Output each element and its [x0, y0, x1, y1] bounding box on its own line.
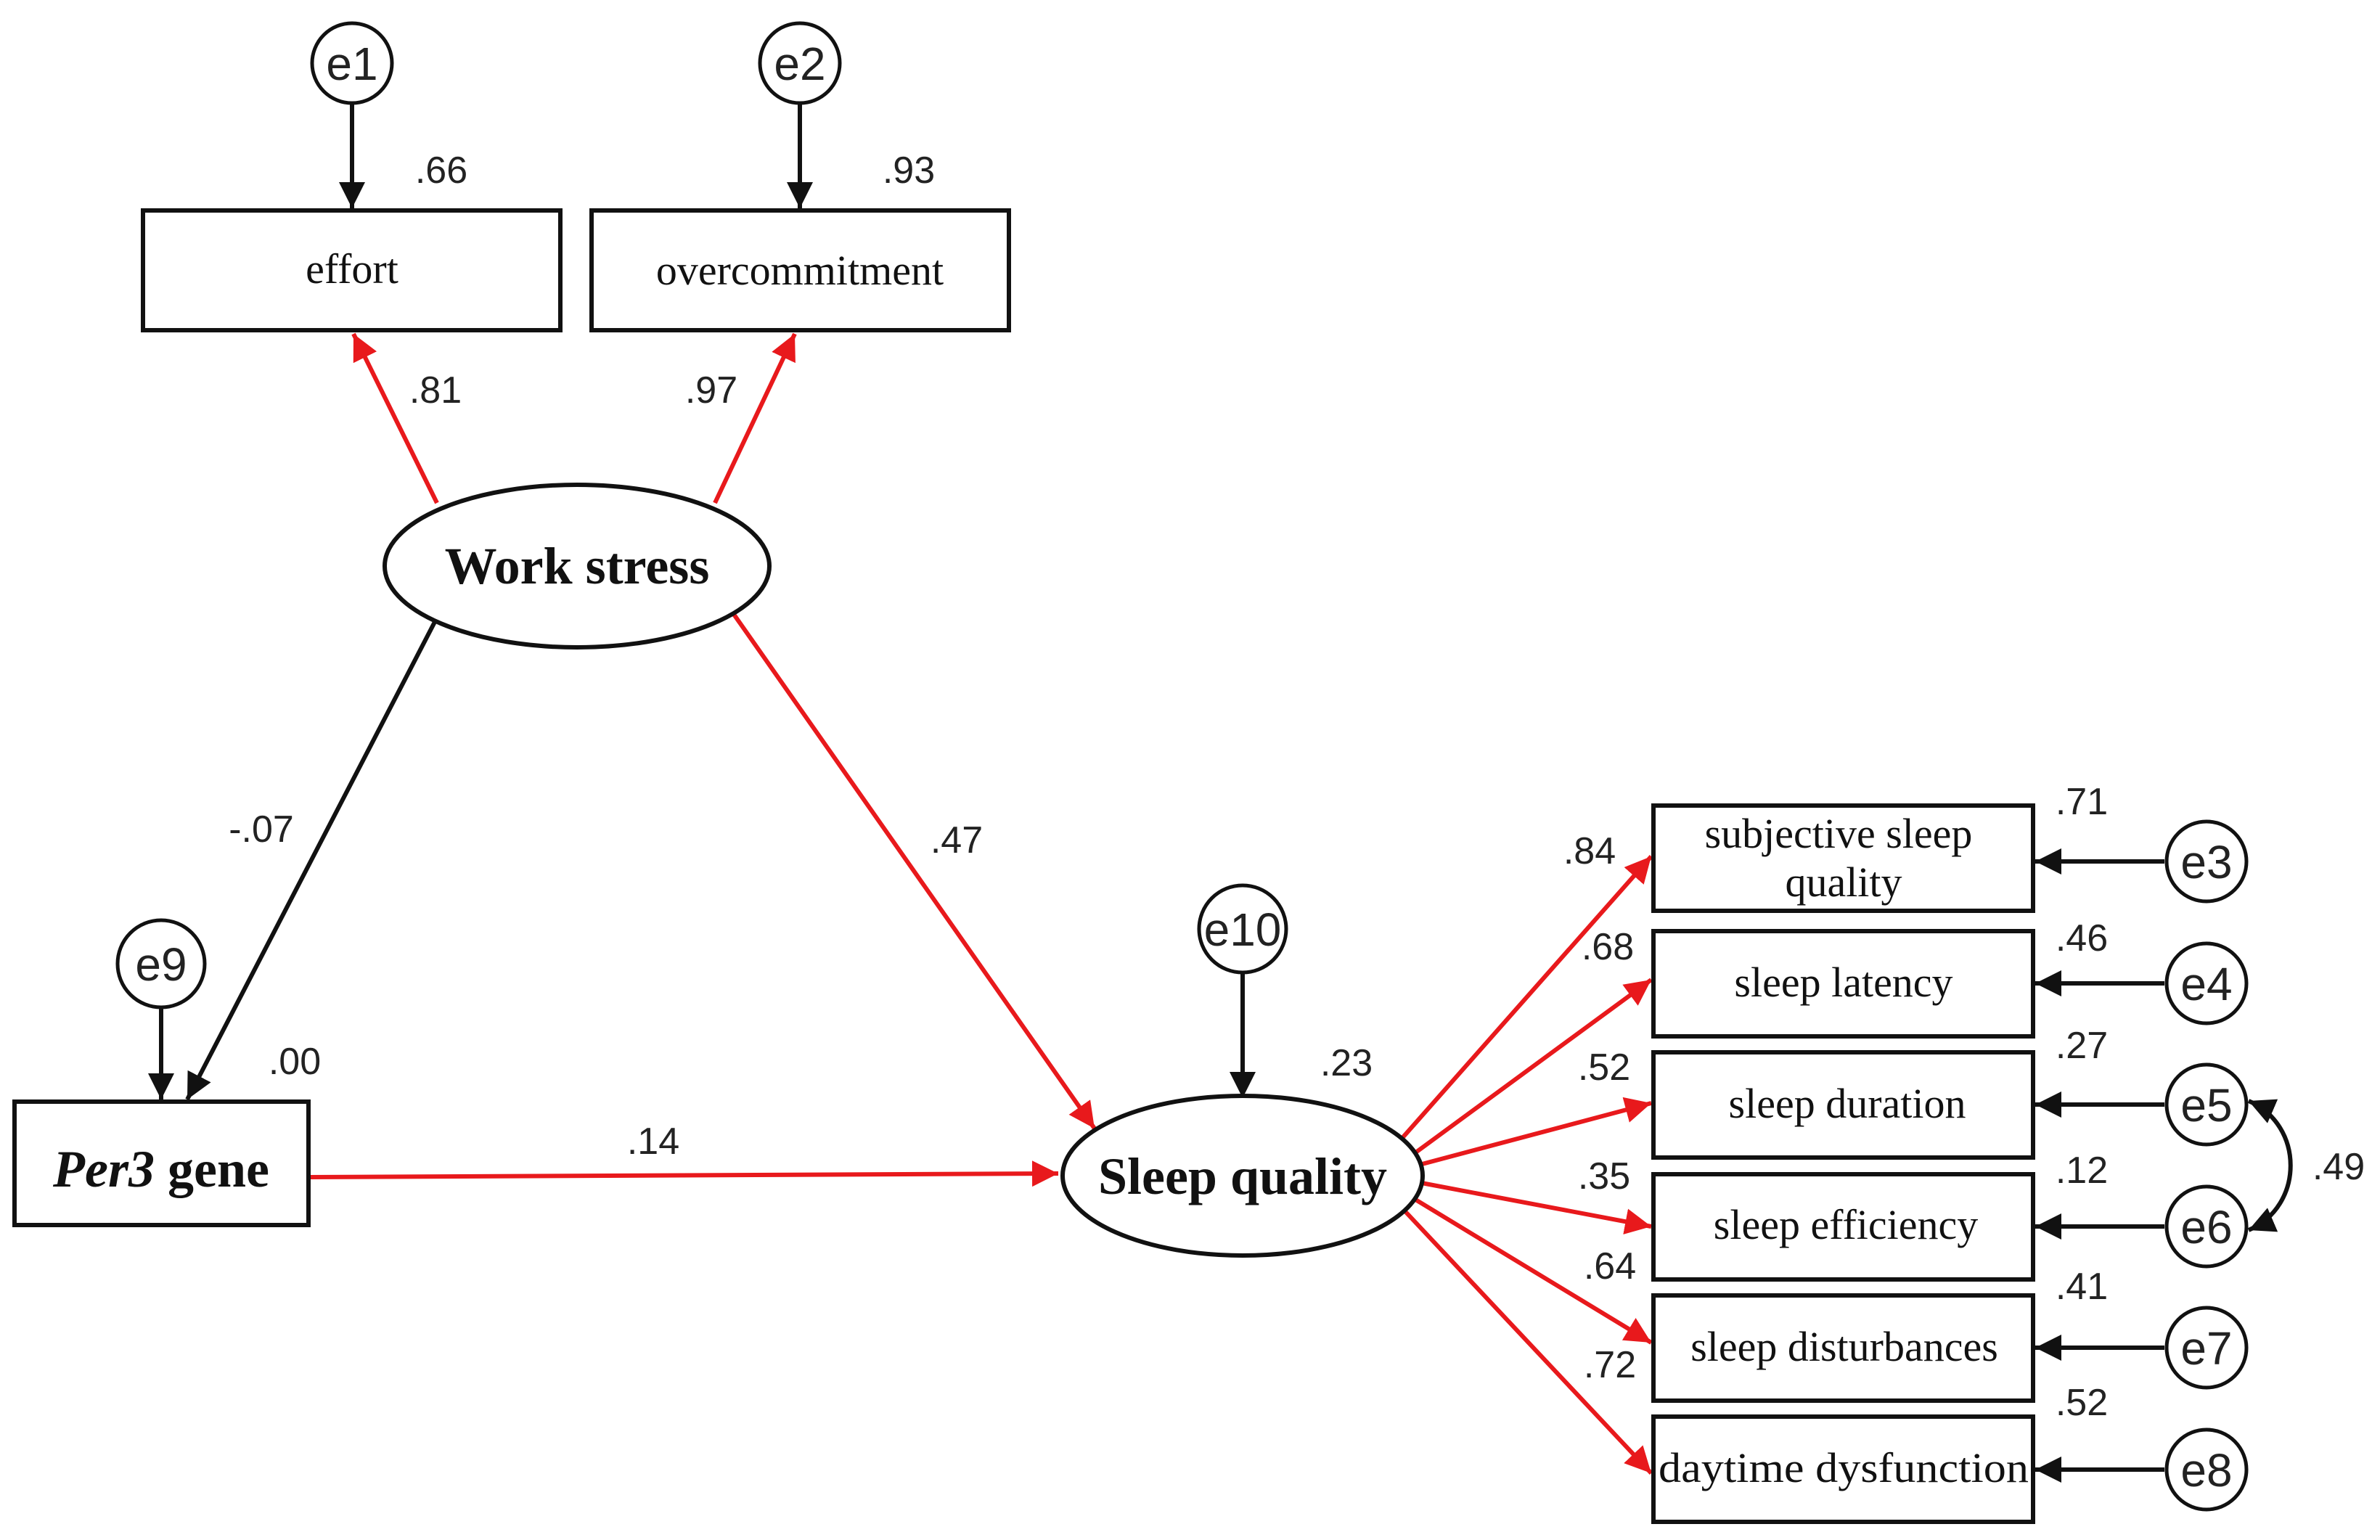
label-e4: e4 — [2180, 958, 2232, 1010]
coef-sq-efficiency: .35 — [1578, 1155, 1630, 1197]
error-e10: e10 — [1197, 883, 1288, 975]
label-e3: e3 — [2180, 836, 2232, 888]
latent-sleep-quality: Sleep quality — [1060, 1094, 1425, 1258]
error-e1: e1 — [310, 21, 394, 105]
label-e6: e6 — [2180, 1201, 2232, 1253]
path-sq-subjective — [1400, 855, 1653, 1139]
error-e7: e7 — [2164, 1306, 2249, 1390]
label-e8: e8 — [2180, 1444, 2232, 1496]
label-e7: e7 — [2180, 1322, 2232, 1375]
label-sleep-latency: sleep latency — [1734, 959, 1952, 1006]
label-daytime-dysfunction: daytime dysfunction — [1659, 1444, 2029, 1491]
box-sleep-disturbances: sleep disturbances — [1651, 1293, 2035, 1403]
r2-duration: .27 — [2056, 1025, 2108, 1067]
label-e1: e1 — [326, 38, 377, 90]
error-e4: e4 — [2164, 941, 2249, 1025]
r2-efficiency: .12 — [2056, 1150, 2108, 1192]
label-subjective-line2: quality — [1785, 859, 1902, 906]
r2-overcommitment: .93 — [883, 150, 935, 192]
path-sq-latency — [1410, 978, 1653, 1158]
path-ws-overcommitment — [713, 332, 797, 504]
error-e8: e8 — [2164, 1428, 2249, 1512]
label-e9: e9 — [135, 938, 187, 991]
path-ws-sq — [731, 612, 1097, 1130]
r2-per3-gene: .00 — [269, 1041, 321, 1083]
r2-sleep-quality: .23 — [1320, 1042, 1373, 1084]
path-sq-daytime — [1400, 1206, 1653, 1475]
label-per3-gene: Per3 gene — [52, 1140, 269, 1198]
r2-disturbances: .41 — [2056, 1266, 2108, 1308]
path-ws-effort — [351, 332, 439, 504]
box-sleep-duration: sleep duration — [1651, 1050, 2035, 1160]
box-overcommitment: overcommitment — [589, 208, 1011, 332]
box-sleep-latency: sleep latency — [1651, 929, 2035, 1039]
coef-sq-disturbances: .64 — [1584, 1245, 1636, 1287]
label-effort: effort — [306, 245, 398, 292]
coef-ws-effort: .81 — [409, 369, 462, 411]
error-e6: e6 — [2164, 1184, 2249, 1269]
label-sleep-disturbances: sleep disturbances — [1690, 1323, 1998, 1370]
path-per3-sq — [310, 1160, 1059, 1187]
r2-daytime: .52 — [2056, 1382, 2108, 1424]
path-sq-disturbances — [1408, 1194, 1653, 1345]
latent-work-stress: Work stress — [383, 483, 772, 650]
path-sq-efficiency — [1413, 1179, 1652, 1234]
coef-sq-latency: .68 — [1582, 926, 1634, 968]
error-e9: e9 — [115, 918, 207, 1009]
label-e10: e10 — [1204, 904, 1282, 956]
coef-per3-sq: .14 — [627, 1121, 679, 1163]
r2-latency: .46 — [2056, 917, 2108, 959]
path-ws-per3 — [185, 619, 438, 1101]
box-subjective-sleep-quality: subjective sleep quality — [1651, 803, 2035, 913]
coef-ws-sq: .47 — [931, 819, 983, 861]
coef-ws-per3: -.07 — [229, 808, 294, 851]
label-e5: e5 — [2180, 1079, 2232, 1131]
label-subjective-line1: subjective sleep — [1705, 810, 1973, 857]
coef-sq-daytime: .72 — [1584, 1344, 1636, 1386]
label-sleep-duration: sleep duration — [1729, 1080, 1966, 1127]
r2-effort: .66 — [415, 150, 467, 192]
label-sleep-quality: Sleep quality — [1098, 1147, 1387, 1205]
box-per3-gene: Per3 gene — [12, 1099, 311, 1227]
r2-subjective: .71 — [2056, 781, 2108, 823]
coef-ws-overcommitment: .97 — [685, 369, 737, 411]
error-e2: e2 — [758, 21, 842, 105]
coef-sq-subjective: .84 — [1563, 830, 1616, 872]
label-e2: e2 — [774, 38, 825, 90]
error-e3: e3 — [2164, 819, 2249, 904]
label-work-stress: Work stress — [445, 537, 710, 595]
box-effort: effort — [141, 208, 563, 332]
covariance-e5-e6 — [2247, 1099, 2293, 1232]
label-overcommitment: overcommitment — [656, 247, 944, 294]
coef-sq-duration: .52 — [1578, 1047, 1630, 1089]
path-sq-duration — [1413, 1097, 1652, 1168]
error-e5: e5 — [2164, 1062, 2249, 1147]
coef-covariance-e5-e6: .49 — [2312, 1146, 2365, 1188]
box-daytime-dysfunction: daytime dysfunction — [1651, 1414, 2035, 1524]
label-sleep-efficiency: sleep efficiency — [1714, 1201, 1978, 1248]
box-sleep-efficiency: sleep efficiency — [1651, 1172, 2035, 1282]
